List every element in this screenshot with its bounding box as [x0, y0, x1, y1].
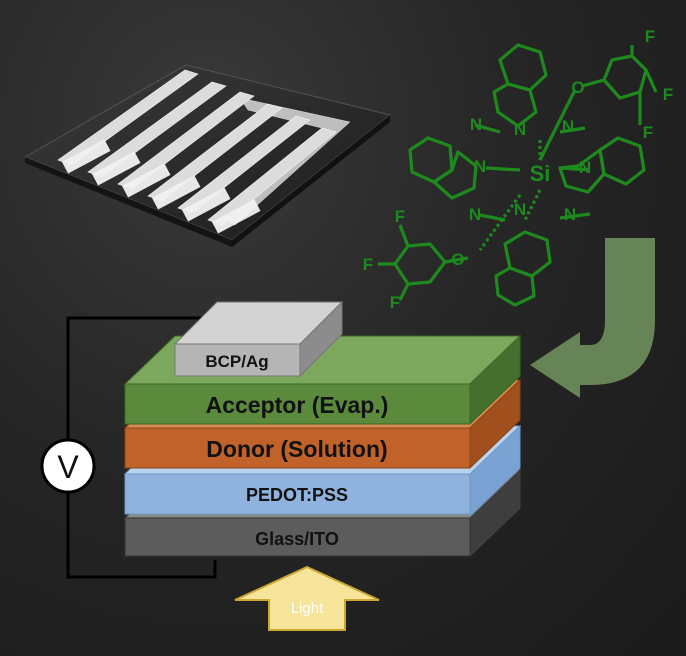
nitrogen-label: N [579, 158, 591, 177]
fluorine-label: F [663, 85, 673, 104]
molecule-labels: Si F F F F F F O O N N N N N N N N [363, 27, 673, 312]
nitrogen-label: N [514, 120, 526, 139]
nitrogen-label: N [469, 205, 481, 224]
curved-arrow-icon [530, 238, 655, 398]
fluorine-label: F [390, 293, 400, 312]
voltmeter-icon: V [40, 438, 96, 494]
nitrogen-label: N [564, 205, 576, 224]
bcp-ag-label: BCP/Ag [205, 352, 268, 371]
fluorine-label: F [395, 207, 405, 226]
oxygen-label: O [571, 78, 584, 97]
nitrogen-label: N [474, 157, 486, 176]
glass-ito-label: Glass/ITO [255, 529, 339, 549]
nitrogen-label: N [562, 117, 574, 136]
bcp-ag-contact [173, 300, 344, 378]
fluorine-label: F [363, 255, 373, 274]
fluorine-label: F [643, 123, 653, 142]
light-label: Light [291, 600, 324, 617]
si-atom-label: Si [530, 161, 551, 186]
nitrogen-label: N [514, 200, 526, 219]
donor-label: Donor (Solution) [206, 436, 387, 462]
fluorine-label: F [645, 27, 655, 46]
nitrogen-label: N [470, 115, 482, 134]
voltmeter-symbol: V [57, 449, 79, 485]
acceptor-label: Acceptor (Evap.) [206, 392, 389, 418]
silicon-phthalocyanine-structure-icon [378, 43, 658, 307]
pedot-pss-label: PEDOT:PSS [246, 485, 348, 505]
oxygen-label: O [451, 250, 464, 269]
solar-cell-photo-icon [23, 64, 392, 247]
up-arrow-icon: Light [234, 565, 380, 631]
